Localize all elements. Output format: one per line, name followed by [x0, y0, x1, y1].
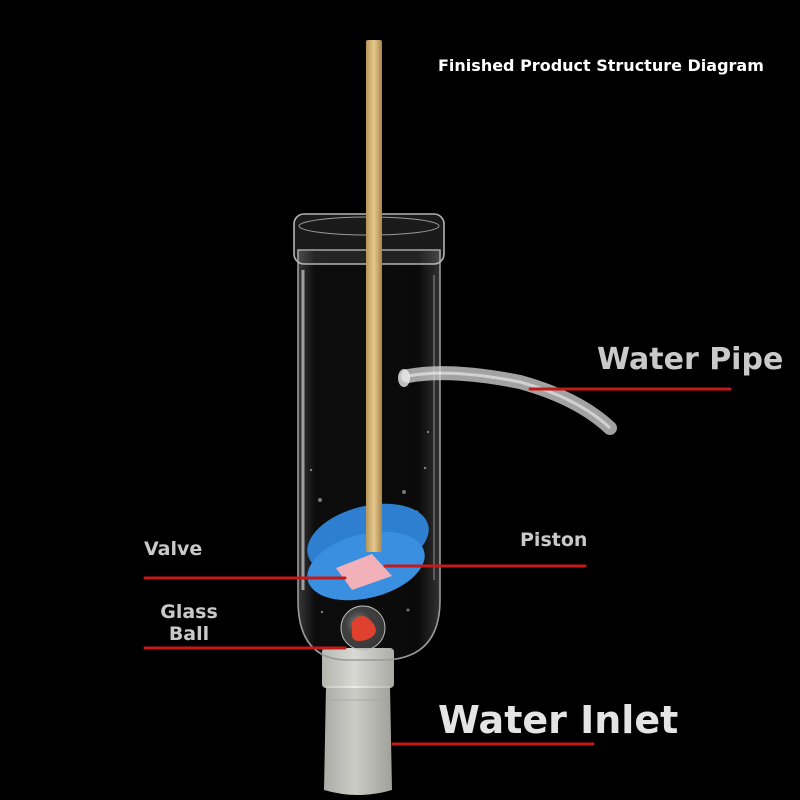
label-glass-ball-line1: Glass	[160, 601, 218, 623]
water-pipe-highlight	[407, 371, 612, 430]
leader-lines	[143, 387, 732, 746]
label-water-pipe: Water Pipe	[597, 342, 784, 377]
label-glass-ball: Glass Ball	[150, 601, 228, 645]
water-inlet-part	[322, 648, 394, 795]
water-pipe-joint	[398, 369, 410, 387]
diagram-title: Finished Product Structure Diagram	[438, 56, 764, 75]
inlet-tube	[324, 686, 392, 795]
label-water-inlet: Water Inlet	[438, 698, 679, 742]
label-glass-ball-line2: Ball	[168, 623, 210, 645]
wooden-rod	[366, 40, 382, 552]
label-piston: Piston	[520, 529, 588, 551]
glass-ball-core	[351, 616, 376, 641]
valve-flap	[336, 554, 392, 590]
water-pipe-part	[398, 366, 617, 435]
label-valve: Valve	[144, 538, 203, 560]
glass-ball-part	[340, 605, 386, 651]
